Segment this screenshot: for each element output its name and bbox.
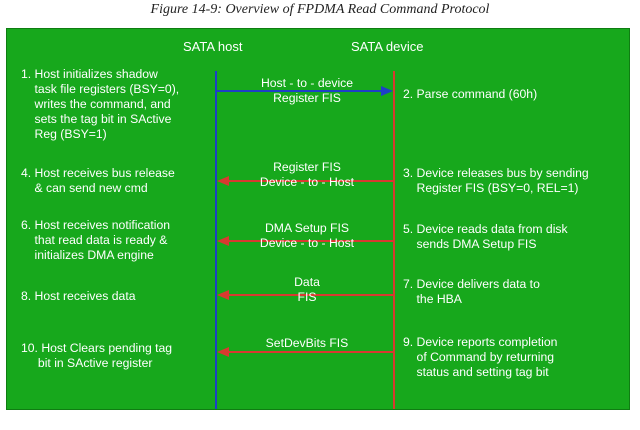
arrowhead-host-to-device bbox=[381, 86, 393, 96]
header-sata-host: SATA host bbox=[183, 39, 243, 54]
host-step-1: 1. Host initializes shadow task file reg… bbox=[21, 67, 180, 141]
arrow-layer bbox=[217, 86, 393, 357]
host-timeline bbox=[215, 71, 217, 409]
arrowhead-setdevbits-fis bbox=[217, 347, 229, 357]
device-timeline bbox=[393, 71, 395, 409]
arrow-label-setdevbits-fis: SetDevBits FIS bbox=[265, 336, 349, 350]
device-step-5: 5. Device reads data from disk sends DMA… bbox=[403, 222, 568, 251]
arrowhead-dma-setup-fis bbox=[217, 236, 229, 246]
host-step-6: 6. Host receives notification that read … bbox=[21, 218, 171, 262]
arrow-label-host-to-device: Host - to - device Register FIS bbox=[260, 76, 354, 105]
device-step-7: 7. Device delivers data to the HBA bbox=[403, 277, 540, 306]
device-step-3: 3. Device releases bus by sending Regist… bbox=[403, 166, 589, 195]
host-step-10: 10. Host Clears pending tag bit in SActi… bbox=[21, 341, 173, 370]
arrowhead-data-fis bbox=[217, 290, 229, 300]
device-step-9: 9. Device reports completion of Command … bbox=[403, 335, 558, 379]
device-step-2: 2. Parse command (60h) bbox=[403, 87, 538, 101]
host-step-8: 8. Host receives data bbox=[21, 289, 136, 303]
arrow-label-dma-setup-fis: DMA Setup FIS Device - to - Host bbox=[259, 221, 355, 250]
arrow-label-data-fis: Data FIS bbox=[294, 275, 320, 304]
host-step-4: 4. Host receives bus release & can send … bbox=[21, 166, 175, 195]
protocol-diagram: SATA host SATA device Host - to - device… bbox=[6, 28, 630, 429]
arrowhead-register-fis bbox=[217, 176, 229, 186]
header-sata-device: SATA device bbox=[351, 39, 424, 54]
figure-caption: Figure 14-9: Overview of FPDMA Read Comm… bbox=[150, 2, 490, 17]
arrow-label-register-fis: Register FIS Device - to - Host bbox=[259, 160, 355, 189]
